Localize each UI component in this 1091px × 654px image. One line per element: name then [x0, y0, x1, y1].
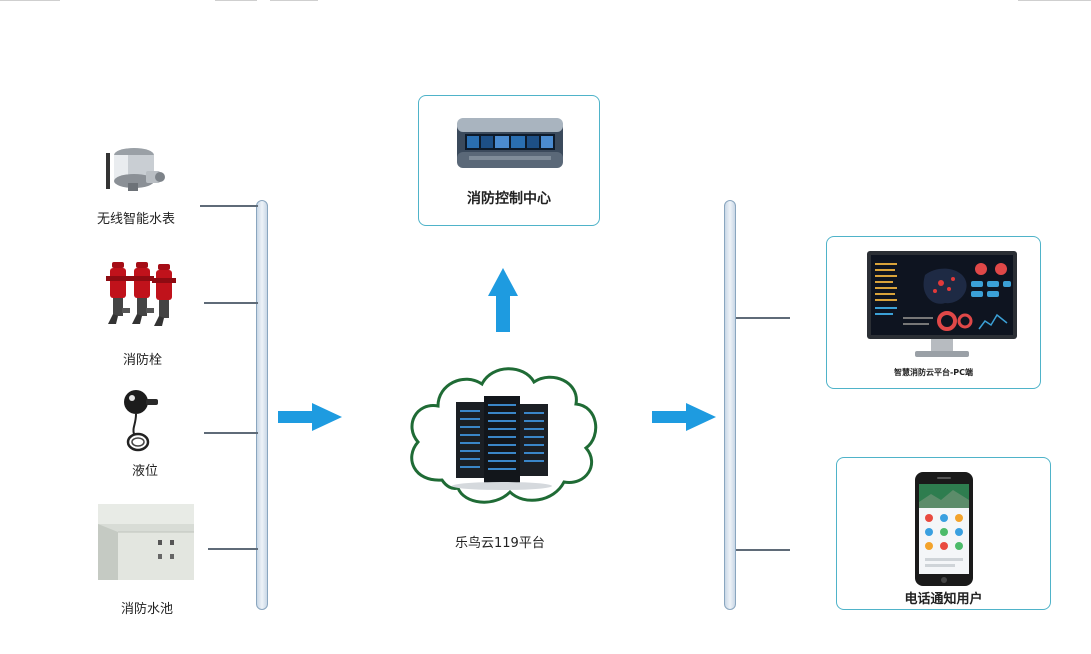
top-divider — [270, 0, 318, 1]
control-center-card: 消防控制中心 — [418, 95, 600, 226]
level-sensor-icon — [124, 390, 158, 452]
connector-line — [204, 302, 258, 304]
right-bus-bar — [724, 200, 736, 610]
connector-line — [736, 549, 790, 551]
phone-notify-label: 电话通知用户 — [904, 592, 983, 607]
water-tank-icon — [98, 504, 194, 580]
smartphone-app-icon — [915, 472, 973, 586]
phone-notify-card: 电话通知用户 — [836, 457, 1051, 610]
up-arrow-icon — [488, 268, 518, 332]
pc-platform-card: 智慧消防云平台-PC端 — [826, 236, 1041, 389]
platform-label: 乐鸟云119平台 — [455, 536, 545, 551]
cloud-server-icon — [410, 367, 598, 504]
right-arrow-icon — [278, 403, 342, 431]
left-bus-bar — [256, 200, 268, 610]
device-label: 液位 — [132, 464, 159, 479]
fire-hydrant-icon — [106, 262, 176, 326]
connector-line — [200, 205, 258, 207]
connector-line — [204, 432, 258, 434]
monitor-dashboard-icon — [867, 251, 1017, 357]
control-room-icon — [457, 118, 563, 168]
connector-line — [208, 548, 258, 550]
top-divider — [215, 0, 257, 1]
device-label: 消防水池 — [121, 602, 174, 617]
device-label: 消防栓 — [123, 353, 163, 368]
right-arrow-icon — [652, 403, 716, 431]
connector-line — [736, 317, 790, 319]
pc-platform-label: 智慧消防云平台-PC端 — [893, 368, 974, 377]
top-divider — [0, 0, 60, 1]
water-meter-icon — [106, 148, 165, 191]
top-divider — [1018, 0, 1091, 1]
device-label: 无线智能水表 — [97, 212, 176, 227]
control-center-label: 消防控制中心 — [467, 191, 551, 207]
